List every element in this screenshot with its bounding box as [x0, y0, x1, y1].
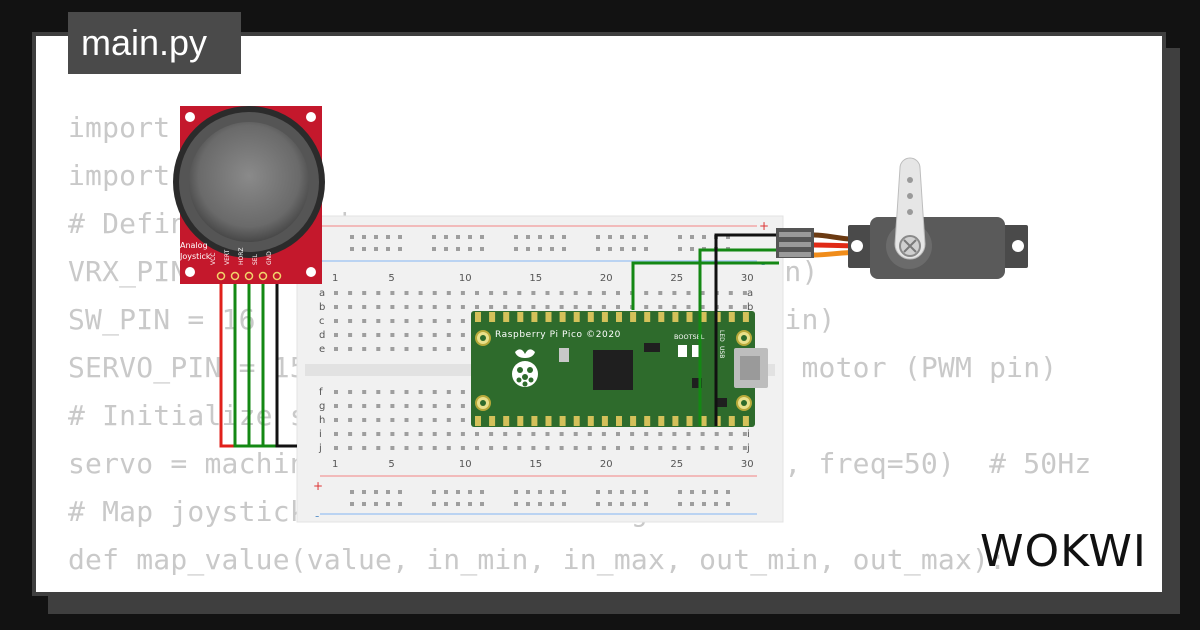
column-number: 30 [741, 459, 754, 470]
code-line: return (value - in_min) * (out_max - out… [68, 584, 1132, 594]
joystick-knob[interactable] [189, 122, 309, 242]
column-number: 15 [529, 273, 542, 284]
raspberry-pi-pico[interactable]: Raspberry Pi Pico ©2020 BOOTSEL LED USB [471, 311, 768, 427]
pico-title: Raspberry Pi Pico ©2020 [495, 330, 621, 340]
joystick-pin-label: HORZ [238, 247, 245, 265]
wire-vcc [219, 276, 297, 448]
row-letter: f [319, 387, 323, 398]
bootsel-button[interactable] [678, 345, 687, 357]
joystick-label-line2: Joystick [179, 252, 211, 261]
column-number: 15 [529, 459, 542, 470]
joystick-pin-label: VERT [224, 249, 231, 265]
led-indicator [692, 345, 701, 357]
power-rail-plus-sign: + [313, 479, 323, 493]
wokwi-logo: WOKWI [978, 524, 1150, 580]
row-letter: i [319, 429, 322, 440]
joystick-pin[interactable] [244, 271, 254, 281]
wire-gnd [275, 276, 297, 448]
wire-servo-signal [631, 261, 779, 310]
row-letter: a [319, 288, 325, 299]
row-letter: g [319, 401, 325, 412]
column-number: 5 [388, 459, 394, 470]
row-letter: e [319, 344, 325, 355]
wokwi-logo-text: WOKWI [980, 526, 1147, 576]
column-number: 25 [670, 459, 683, 470]
file-tab-main-py[interactable]: main.py [68, 12, 241, 74]
bootsel-label: BOOTSEL [674, 333, 705, 341]
row-letter: c [319, 316, 325, 327]
wire-horz [247, 276, 297, 448]
servo-horn[interactable] [894, 157, 926, 260]
wire-servo-ground [714, 233, 779, 426]
row-letter: j [318, 443, 322, 454]
row-letter: h [319, 415, 325, 426]
row-letter: b [747, 302, 753, 313]
led-label: LED [718, 330, 725, 342]
wire-vert [233, 276, 297, 448]
joystick-pin[interactable] [230, 271, 240, 281]
row-letter: i [747, 429, 750, 440]
joystick-label-line1: Analog [180, 241, 208, 250]
column-number: 1 [332, 459, 338, 470]
joystick-pin-label: SEL [252, 253, 259, 265]
power-rail-minus-sign: - [315, 509, 319, 523]
joystick-pin[interactable] [216, 271, 226, 281]
wires [219, 233, 779, 448]
row-letter: j [746, 443, 750, 454]
row-letter: a [747, 288, 753, 299]
column-number: 20 [600, 273, 613, 284]
servo-motor[interactable] [776, 157, 1028, 279]
column-number: 10 [459, 459, 472, 470]
joystick-pin[interactable] [272, 271, 282, 281]
code-line: def map_value(value, in_min, in_max, out… [68, 543, 1007, 576]
column-number: 5 [388, 273, 394, 284]
row-letter: b [319, 302, 325, 313]
column-number: 10 [459, 273, 472, 284]
rp2040-chip [593, 350, 633, 390]
joystick-pin-label: VCC [210, 253, 217, 265]
crystal-component [559, 348, 569, 362]
column-number: 25 [670, 273, 683, 284]
row-letter: d [319, 330, 325, 341]
analog-joystick[interactable]: Analog Joystick VCC VERT HORZ SEL GND [173, 106, 325, 284]
wire-servo-power [698, 248, 779, 426]
power-rail-plus-sign: + [759, 219, 769, 233]
wire-sel [261, 276, 297, 448]
joystick-pin[interactable] [258, 271, 268, 281]
column-number: 1 [332, 273, 338, 284]
usb-label: USB [718, 346, 725, 358]
raspberry-logo-icon [512, 349, 538, 387]
column-number: 30 [741, 273, 754, 284]
joystick-pin-label: GND [266, 251, 273, 265]
column-number: 20 [600, 459, 613, 470]
